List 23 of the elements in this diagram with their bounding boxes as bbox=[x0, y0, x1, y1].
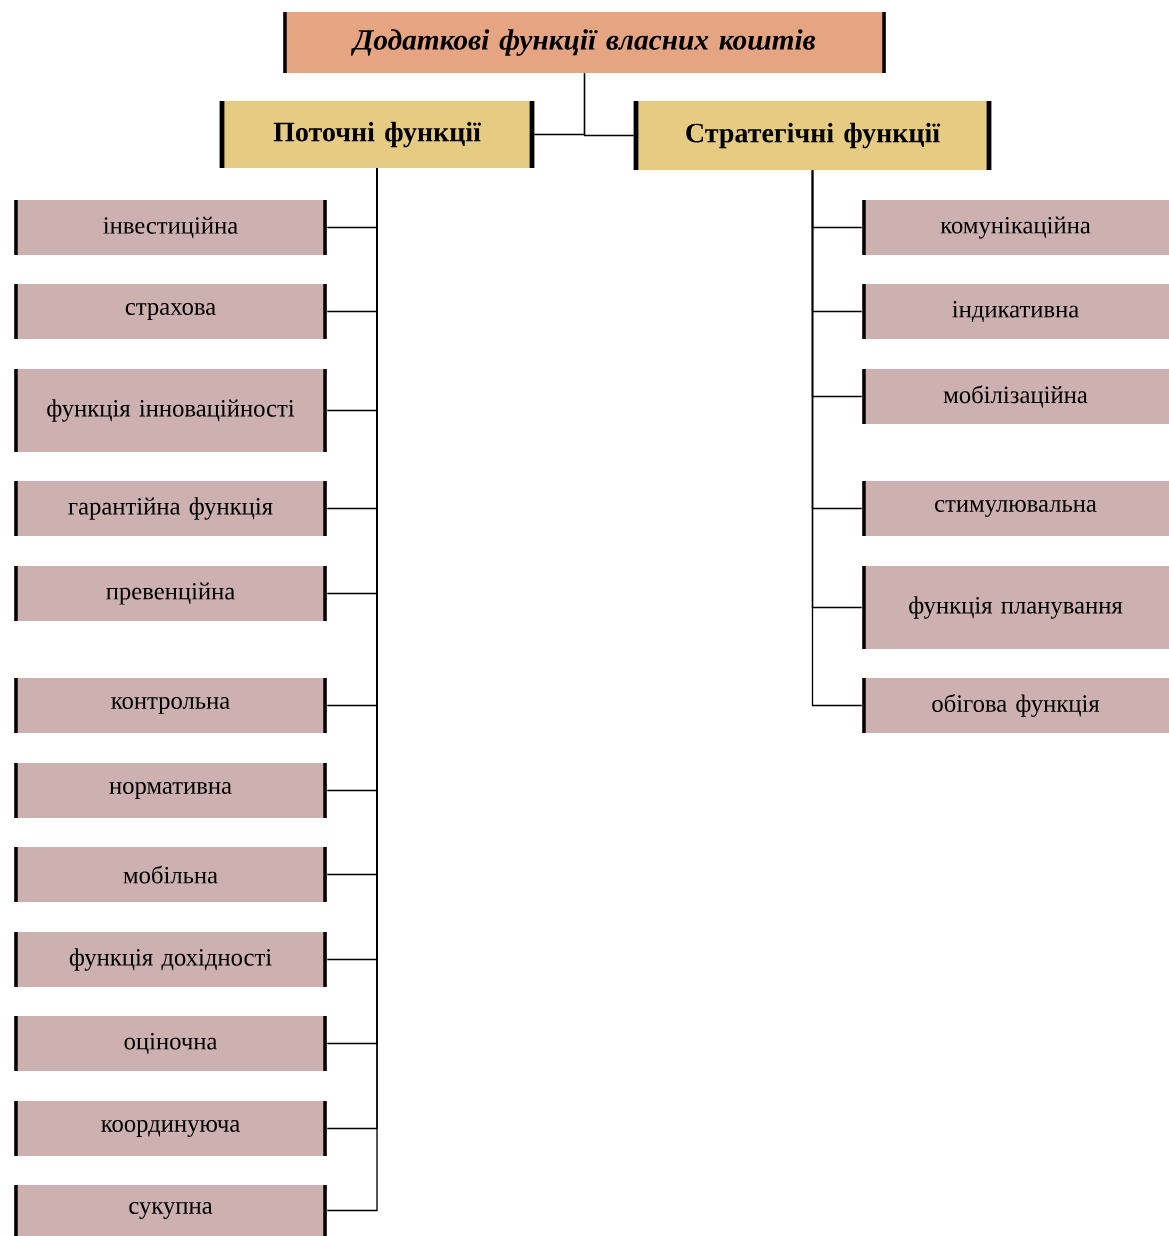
function-box: координуюча bbox=[14, 1101, 327, 1156]
connector-line bbox=[583, 72, 635, 137]
function-box: гарантійна функція bbox=[14, 481, 327, 536]
function-box: стимулювальна bbox=[862, 481, 1169, 536]
function-box: контрольна bbox=[14, 678, 327, 733]
function-box: функція інноваційності bbox=[14, 369, 327, 452]
function-box: комунікаційна bbox=[862, 200, 1169, 255]
function-box: обігова функція bbox=[862, 678, 1169, 733]
function-box: страхова bbox=[14, 284, 327, 339]
connector-line bbox=[811, 169, 863, 707]
function-box: превенційна bbox=[14, 566, 327, 621]
function-box: мобілізаційна bbox=[862, 369, 1169, 424]
title-box: Додаткові функції власних коштів bbox=[283, 12, 886, 73]
function-box: інвестиційна bbox=[14, 200, 327, 255]
function-box: сукупна bbox=[14, 1185, 327, 1236]
function-box: мобільна bbox=[14, 847, 327, 902]
function-box: оціночна bbox=[14, 1016, 327, 1071]
function-box: нормативна bbox=[14, 763, 327, 818]
category-box: Поточні функції bbox=[219, 101, 535, 168]
function-box: функція дохідності bbox=[14, 932, 327, 987]
function-box: функція планування bbox=[862, 566, 1169, 649]
function-box: індикативна bbox=[862, 284, 1169, 339]
category-box: Стратегічні функції bbox=[633, 101, 992, 170]
